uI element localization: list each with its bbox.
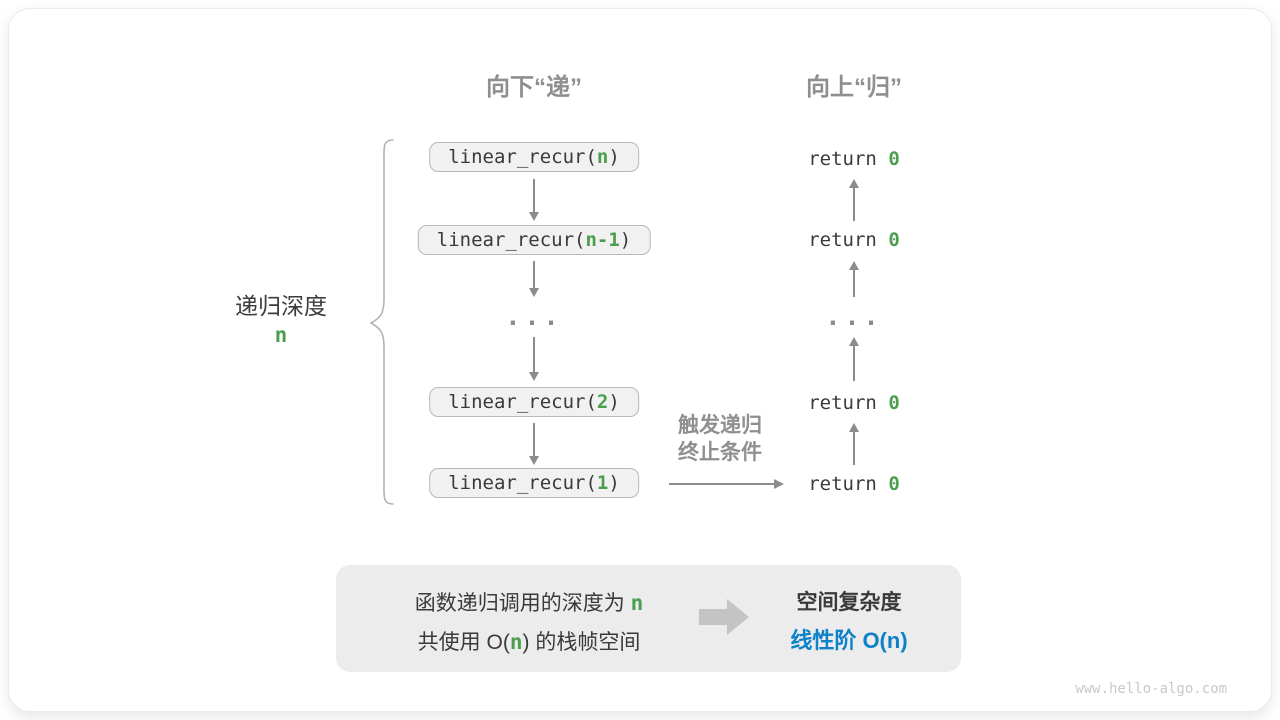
call-box-suffix: ) (608, 391, 620, 413)
return-statement: return 0 (808, 392, 900, 414)
return-prefix: return (808, 148, 889, 170)
call-box-arg: 1 (596, 472, 609, 494)
arrow-up-icon (849, 423, 859, 465)
call-box-arg: n (596, 146, 609, 168)
return-value: 0 (888, 148, 900, 170)
return-statement: return 0 (808, 229, 900, 251)
header-return-up: 向上“归” (806, 74, 902, 101)
arrow-down-icon (529, 179, 539, 221)
trigger-condition-label: 触发递归 终止条件 (678, 412, 762, 466)
trigger-line2: 终止条件 (678, 441, 762, 464)
diagram-card: 向下“递” 向上“归” 递归深度 n linear_recur(n) linea… (8, 8, 1272, 712)
arrow-up-icon (849, 261, 859, 297)
arrow-right-icon (669, 479, 784, 489)
arrow-down-icon (529, 337, 539, 381)
return-ellipsis: ... (825, 302, 883, 331)
call-box-prefix: linear_recur( (436, 229, 586, 251)
arrow-down-icon (529, 423, 539, 465)
recursion-depth-label: 递归深度 (235, 293, 327, 319)
call-box-prefix: linear_recur( (448, 391, 597, 413)
return-statement: return 0 (808, 473, 900, 495)
summary-line2: 共使用 O(n) 的栈帧空间 (418, 626, 641, 656)
recursion-depth-value: n (274, 323, 288, 347)
summary-line1-text: 函数递归调用的深度为 (414, 592, 631, 615)
return-prefix: return (808, 392, 889, 414)
call-box-2: linear_recur(2) (429, 387, 639, 417)
call-box-n: linear_recur(n) (429, 142, 639, 172)
call-box-prefix: linear_recur( (448, 472, 597, 494)
summary-line2-text-a: 共使用 O( (417, 631, 510, 654)
return-prefix: return (808, 229, 889, 251)
call-box-suffix: ) (619, 229, 632, 251)
call-box-suffix: ) (608, 146, 620, 168)
call-box-1: linear_recur(1) (429, 468, 639, 498)
implies-arrow-icon (699, 599, 749, 635)
space-complexity-value: 线性阶 O(n) (790, 628, 908, 653)
stack-ellipsis: ... (505, 302, 563, 331)
arrow-up-icon (849, 179, 859, 221)
summary-panel: 函数递归调用的深度为 n 共使用 O(n) 的栈帧空间 空间复杂度 线性阶 O(… (336, 565, 961, 672)
watermark: www.hello-algo.com (1075, 681, 1227, 697)
arrow-up-icon (849, 337, 859, 381)
call-box-prefix: linear_recur( (448, 146, 597, 168)
arrow-down-icon (529, 261, 539, 297)
summary-line2-text-b: ) 的栈帧空间 (522, 631, 641, 654)
return-value: 0 (888, 392, 900, 414)
return-statement: return 0 (808, 148, 900, 170)
return-prefix: return (808, 473, 889, 495)
trigger-line1: 触发递归 (678, 414, 762, 437)
call-box-arg: 2 (596, 391, 609, 413)
call-box-suffix: ) (608, 472, 620, 494)
call-box-arg: n-1 (585, 229, 620, 251)
depth-brace-shape (369, 139, 394, 505)
summary-line2-n: n (509, 630, 523, 654)
header-recurse-down: 向下“递” (486, 74, 582, 101)
return-value: 0 (888, 229, 900, 251)
call-box-n-1: linear_recur(n-1) (417, 225, 651, 255)
summary-line1-n: n (630, 591, 644, 615)
space-complexity-title: 空间复杂度 (796, 591, 902, 614)
summary-line1: 函数递归调用的深度为 n (415, 587, 644, 617)
return-value: 0 (888, 473, 900, 495)
